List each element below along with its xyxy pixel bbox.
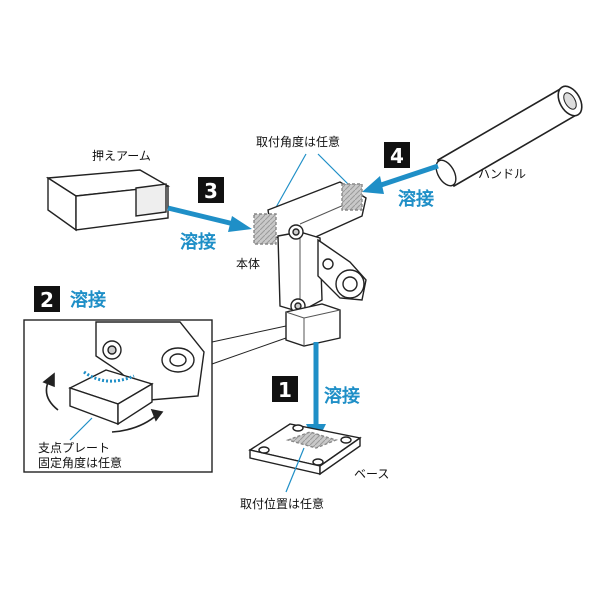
plate-pointer (69, 417, 93, 441)
step-4-arrow (362, 163, 439, 194)
step-4-weld-label: 溶接 (398, 188, 434, 210)
step-4-number: 4 (390, 144, 404, 168)
body-label: 本体 (236, 257, 260, 271)
step-3-number: 3 (204, 179, 218, 203)
mount-position-label: 取付位置は任意 (240, 496, 324, 511)
step-1-badge (272, 376, 298, 402)
mount-position-pointer (285, 447, 305, 493)
press-arm (45, 169, 171, 232)
step-2-badge (34, 286, 60, 312)
step-1-number: 1 (278, 378, 292, 402)
pivot-plate-detail (68, 321, 205, 426)
step-1-weld-label: 溶接 (324, 385, 360, 407)
plate-label-line1: 支点プレート (38, 441, 110, 455)
mount-angle-label: 取付角度は任意 (256, 134, 340, 149)
step-3-weld-label: 溶接 (180, 231, 216, 253)
step-3-badge (198, 177, 224, 203)
base-label: ベース (354, 467, 389, 481)
step-2-weld-label: 溶接 (70, 289, 106, 311)
step-2-number: 2 (40, 288, 54, 312)
plate-label-line2: 固定角度は任意 (38, 455, 122, 470)
inset-leader-top (211, 325, 287, 343)
rotation-arrows (42, 372, 164, 433)
step-3-arrow (167, 205, 252, 232)
handle (435, 85, 583, 188)
base-plate (248, 423, 362, 476)
step-4-badge (384, 142, 410, 168)
inset-leader-bottom (211, 337, 287, 365)
arm-label: 押えアーム (92, 149, 151, 163)
clamp-body (253, 181, 367, 347)
handle-label: ハンドル (478, 167, 526, 181)
